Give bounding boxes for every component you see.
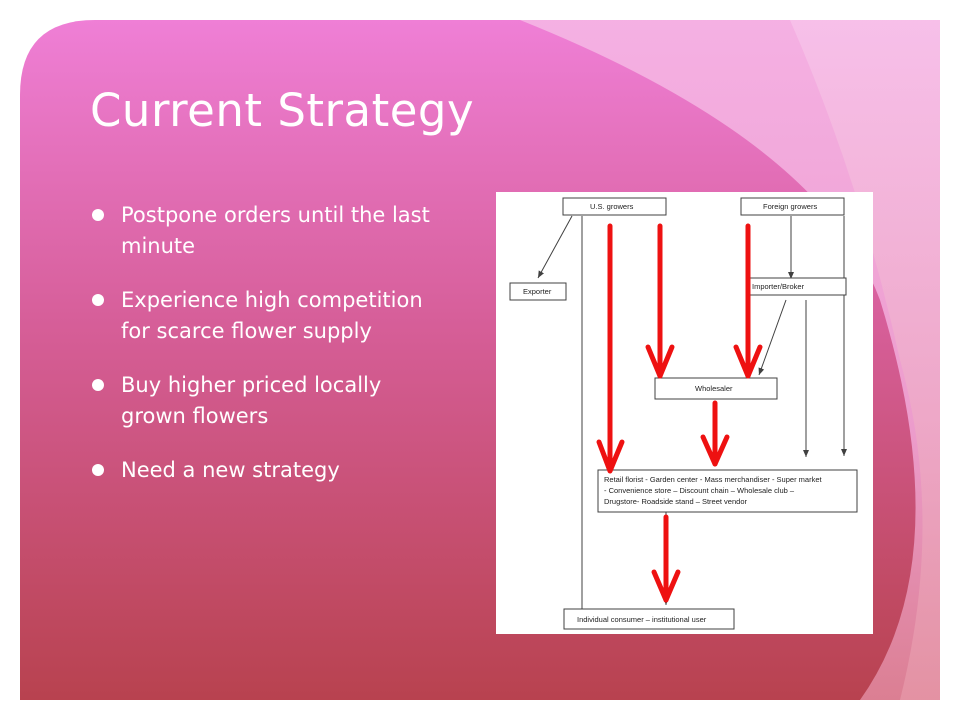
node-retail-label-line-1: Retail florist - Garden center - Mass me… — [604, 475, 822, 484]
connector-importer-to-wholesaler — [758, 299, 787, 376]
distribution-diagram: U.S. growers Foreign growers Exporter Im… — [496, 192, 873, 634]
distribution-diagram-svg: U.S. growers Foreign growers Exporter Im… — [509, 197, 858, 630]
bullet-item: Postpone orders until the last minute — [92, 200, 432, 262]
node-us-growers-label: U.S. growers — [590, 202, 634, 211]
node-retail-label-line-3: Drugstore- Roadside stand – Street vendo… — [604, 497, 747, 506]
node-wholesaler: Wholesaler — [654, 377, 778, 400]
bullet-item: Buy higher priced locally grown flowers — [92, 370, 432, 432]
node-us-growers: U.S. growers — [562, 197, 667, 216]
node-exporter: Exporter — [509, 282, 567, 301]
bullet-dot-icon — [92, 294, 104, 306]
bullet-item: Experience high competition for scarce f… — [92, 285, 432, 347]
node-retail: Retail florist - Garden center - Mass me… — [597, 469, 858, 513]
bullet-text: Buy higher priced locally grown flowers — [121, 373, 382, 428]
connector-us-growers-to-exporter — [537, 215, 573, 279]
node-importer-broker-label: Importer/Broker — [752, 282, 805, 291]
bullet-item: Need a new strategy — [92, 455, 432, 486]
slide-title: Current Strategy — [90, 84, 475, 137]
bullet-dot-icon — [92, 464, 104, 476]
node-exporter-label: Exporter — [523, 287, 552, 296]
bullet-dot-icon — [92, 209, 104, 221]
bullet-list: Postpone orders until the last minute Ex… — [92, 200, 432, 509]
red-arrow-foreign-growers-to-wholesaler — [733, 223, 763, 379]
node-wholesaler-label: Wholesaler — [695, 384, 733, 393]
red-arrow-us-growers-to-wholesaler — [645, 223, 675, 379]
node-retail-label-line-2: - Convenience store – Discount chain – W… — [604, 486, 795, 495]
node-foreign-growers-label: Foreign growers — [763, 202, 817, 211]
node-consumer-label: Individual consumer – institutional user — [577, 615, 707, 624]
bullet-text: Experience high competition for scarce f… — [121, 288, 423, 343]
node-consumer: Individual consumer – institutional user — [563, 608, 735, 630]
red-arrow-wholesaler-to-retail — [700, 400, 730, 467]
bullet-text: Postpone orders until the last minute — [121, 203, 430, 258]
red-arrow-us-growers-to-retail — [596, 223, 625, 474]
node-foreign-growers: Foreign growers — [740, 197, 845, 216]
node-importer-broker: Importer/Broker — [747, 277, 847, 296]
red-arrow-retail-to-consumer — [651, 514, 681, 603]
bullet-text: Need a new strategy — [121, 458, 340, 482]
bullet-dot-icon — [92, 379, 104, 391]
